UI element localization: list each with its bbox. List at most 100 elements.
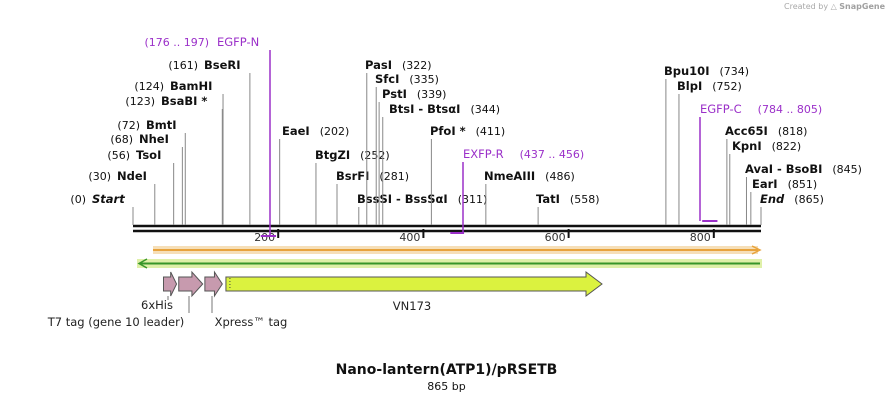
feature-label-t7-tag-gene-10-leader: T7 tag (gene 10 leader) (47, 315, 185, 329)
site-name-tsoi: TsoI (136, 148, 161, 162)
site-name-btsi-bts-i: BtsI - BtsαI (389, 102, 460, 116)
site-name-avai-bsobi: AvaI - BsoBI (745, 162, 822, 176)
primer-range-egfp-n: (176 .. 197) (144, 36, 209, 49)
site-name-kpni: KpnI (732, 139, 762, 153)
site-name-end: End (760, 192, 785, 206)
feature-vn173: VN173 (225, 271, 603, 313)
site-name-nmeaiii: NmeAIII (484, 169, 535, 183)
map-title: Nano-lantern(ATP1)/pRSETB (335, 362, 558, 378)
site-name-bpu10i: Bpu10I (664, 64, 709, 78)
site-name-btgzi: BtgZI (315, 148, 350, 162)
site-pos-end: (865) (794, 193, 824, 206)
site-name-acc65i: Acc65I (725, 124, 768, 138)
site-name-bsabi: BsaBI * (161, 94, 207, 108)
site-name-bsrfi: BsrFI (336, 169, 369, 183)
feature-arrow-t7-tag-gene-10-leader (178, 270, 204, 298)
site-pfoi: PfoI * (411) (430, 124, 505, 225)
site-bamhi: BamHI(124) (134, 79, 224, 225)
site-tati: TatI (558) (536, 192, 600, 225)
site-blpi: BlpI(752) (677, 79, 742, 225)
site-pos-sfci: (335) (409, 73, 439, 86)
site-name-pfoi: PfoI * (430, 124, 466, 138)
primer-range-egfp-c: (784 .. 805) (758, 103, 823, 116)
site-btgzi: BtgZI (252) (315, 148, 390, 225)
site-pos-eaei: (202) (320, 125, 350, 138)
site-name-psti: PstI (382, 87, 407, 101)
site-pos-bamhi: (124) (134, 80, 164, 93)
site-eari: EarI (851) (750, 177, 818, 225)
site-acc65i: Acc65I (818) (725, 124, 807, 225)
strand-bars (137, 245, 762, 269)
primer-name-egfp-n: EGFP-N (217, 35, 259, 49)
site-name-tati: TatI (536, 192, 560, 206)
ruler-label-600: 600 (545, 231, 566, 244)
credit-prefix: Created by (784, 2, 829, 11)
feature-6xhis: 6xHis (141, 271, 178, 312)
site-name-blpi: BlpI (677, 79, 702, 93)
site-pos-avai-bsobi: (845) (832, 163, 862, 176)
site-kpni: KpnI (822) (729, 139, 802, 225)
site-eaei: EaeI (202) (279, 124, 350, 225)
feature-arrow-xpress-tag (204, 270, 223, 298)
feature-arrow-6xhis (162, 271, 178, 297)
features: 6xHis T7 tag (gene 10 leader) Xpress™ tag V… (47, 270, 603, 329)
site-pasi: PasI (322) (365, 58, 432, 225)
feature-label-6xhis: 6xHis (141, 298, 173, 312)
site-ndei: NdeI(30) (88, 169, 156, 225)
primer-name-egfp-c: EGFP-C (700, 102, 742, 116)
site-pos-btsi-bts-i: (344) (470, 103, 500, 116)
sequence-ruler: 200 400 600 800 (133, 224, 761, 244)
site-pos-bpu10i: (734) (719, 65, 749, 78)
map-length: 865 bp (427, 380, 466, 393)
snapgene-logo-icon: △ (830, 2, 837, 11)
site-pos-pfoi: (411) (476, 125, 506, 138)
site-avai-bsobi: AvaI - BsoBI (845) (745, 162, 862, 225)
feature-label-vn173: VN173 (393, 299, 431, 313)
site-name-bseri: BseRI (204, 58, 241, 72)
feature-label-xpress-tag: Xpress™ tag (215, 315, 288, 329)
site-bsabi: BsaBI * (123) (125, 94, 223, 225)
site-name-pasi: PasI (365, 58, 392, 72)
snapgene-credit: Created by △ SnapGene (784, 2, 885, 11)
site-pos-kpni: (822) (772, 140, 802, 153)
site-name-sfci: SfcI (375, 72, 399, 86)
primers: EGFP-N (176 .. 197) EXFP-R(437 .. 456) EGFP… (144, 35, 823, 237)
feature-t7-tag-gene-10-leader: T7 tag (gene 10 leader) (47, 270, 204, 329)
primer-egfp-n: EGFP-N (176 .. 197) (144, 35, 277, 237)
site-pos-tsoi: (56) (107, 149, 130, 162)
site-pos-bmti: (72) (117, 119, 140, 132)
site-name-eari: EarI (752, 177, 778, 191)
site-pos-ndei: (30) (88, 170, 111, 183)
site-name-eaei: EaeI (282, 124, 310, 138)
ruler-label-800: 800 (690, 231, 711, 244)
site-pos-btgzi: (252) (360, 149, 390, 162)
site-pos-bsabi: (123) (125, 95, 155, 108)
ruler-label-400: 400 (399, 231, 420, 244)
site-bseri: BseRI(161) (168, 58, 251, 225)
green-strand-arrow (137, 258, 148, 269)
ruler-label-200: 200 (254, 231, 275, 244)
site-pos-acc65i: (818) (778, 125, 808, 138)
site-name-bmti: BmtI (146, 118, 177, 132)
site-pos-bsssi-bsss-i: (311) (458, 193, 488, 206)
feature-xpress-tag: Xpress™ tag (204, 270, 288, 329)
site-pos-pasi: (322) (402, 59, 432, 72)
site-psti: PstI(339) (378, 87, 446, 225)
site-name-start: Start (92, 192, 125, 206)
site-pos-eari: (851) (788, 178, 818, 191)
site-nmeaiii: NmeAIII(486) (484, 169, 575, 225)
site-bmti: BmtI (72) (117, 118, 186, 225)
site-end: End (865) (760, 192, 824, 225)
site-tsoi: TsoI (56) (107, 148, 175, 225)
primer-egfp-c: EGFP-C (784 .. 805) (699, 102, 823, 222)
primer-exfp-r: EXFP-R(437 .. 456) (450, 147, 585, 234)
primer-range-exfp-r: (437 .. 456) (520, 148, 585, 161)
site-start: Start (0) (70, 192, 134, 225)
site-pos-nhei: (68) (110, 133, 133, 146)
site-pos-bsrfi: (281) (379, 170, 409, 183)
site-pos-start: (0) (70, 193, 86, 206)
site-btsi-bts-i: BtsI - BtsαI (344) (382, 102, 500, 225)
site-pos-tati: (558) (570, 193, 600, 206)
site-name-nhei: NheI (139, 132, 169, 146)
